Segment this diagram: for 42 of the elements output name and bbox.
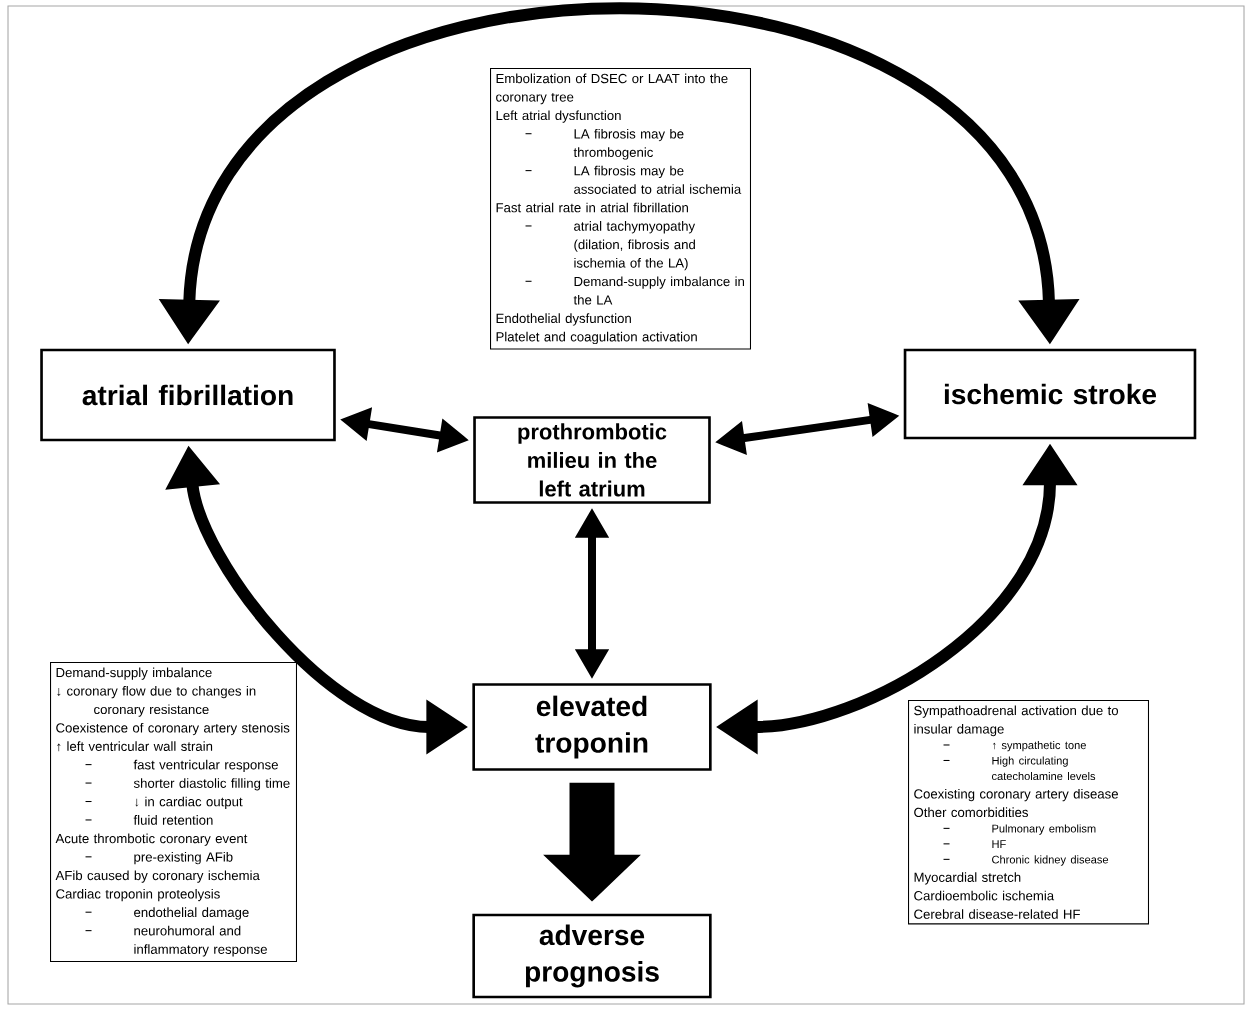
list-item: ↑ sympathetic tone bbox=[993, 741, 1086, 752]
process-box: ischemic stroke bbox=[903, 348, 1197, 440]
text-box bbox=[50, 662, 297, 963]
process-box: adverse prognosis bbox=[472, 913, 712, 999]
list-item: fluid retention bbox=[133, 815, 213, 825]
list-item: Chronic kidney disease bbox=[992, 855, 1109, 866]
process-box: atrial fibrillation bbox=[40, 348, 336, 442]
list-item: Coexistence of coronary artery stenosis bbox=[56, 722, 290, 736]
list-item: ↓ in cardiac output bbox=[135, 796, 243, 809]
list-item: Demand-supply imbalance in the LA bbox=[573, 276, 744, 305]
list-item: Embolization of DSEC or LAAT into the coronary tree bbox=[496, 73, 728, 105]
list-item: Platelet and coagulation activation bbox=[496, 331, 697, 345]
text-box bbox=[908, 700, 1149, 925]
list-item: fast ventricular response bbox=[133, 759, 278, 773]
list-item: atrial tachymyopathy (dilation, fibrosis and ischemia of the LA) bbox=[574, 221, 696, 271]
list-item: Sympathoadrenal activation due to insular damage bbox=[914, 705, 1119, 737]
list-item: Cerebral disease-related HF bbox=[914, 909, 1080, 919]
list-item: Myocardial stretch bbox=[914, 872, 1021, 885]
list-item: High circulating catecholamine levels bbox=[992, 756, 1096, 781]
list-item: Left atrial dysfunction bbox=[496, 110, 621, 123]
list-item: pre-existing AFib bbox=[134, 852, 233, 865]
list-item: AFib caused by coronary ischemia bbox=[55, 870, 260, 883]
list-item: endothelial damage bbox=[134, 907, 249, 920]
list-item: Coexisting coronary artery disease bbox=[914, 788, 1118, 802]
process-box: elevated troponin bbox=[472, 683, 712, 771]
list-item: Other comorbidities bbox=[914, 807, 1028, 818]
list-item: neurohumoral and inflammatory response bbox=[134, 925, 267, 957]
list-item: Cardioembolic ischemia bbox=[914, 890, 1055, 901]
list-item: Cardiac troponin proteolysis bbox=[56, 888, 220, 902]
list-item: Endothelial dysfunction bbox=[496, 313, 631, 326]
list-item: Fast atrial rate in atrial fibrillation bbox=[496, 202, 688, 213]
text-box bbox=[490, 68, 751, 350]
list-item: LA fibrosis may be associated to atrial ischemia bbox=[574, 165, 742, 194]
list-item: ↑ left ventricular wall strain bbox=[57, 741, 213, 752]
list-item: Demand-supply imbalance bbox=[56, 667, 212, 680]
list-item: Pulmonary embolism bbox=[992, 824, 1096, 835]
list-item: HF bbox=[992, 840, 1006, 848]
list-item: shorter diastolic filling time bbox=[133, 778, 290, 791]
list-item: ↓ coronary flow due to changes in coronary resistance bbox=[57, 686, 256, 717]
list-item: Acute thrombotic coronary event bbox=[55, 833, 248, 846]
list-item: LA fibrosis may be thrombogenic bbox=[573, 128, 684, 160]
process-box: prothrombotic milieu in the left atrium bbox=[473, 416, 711, 504]
